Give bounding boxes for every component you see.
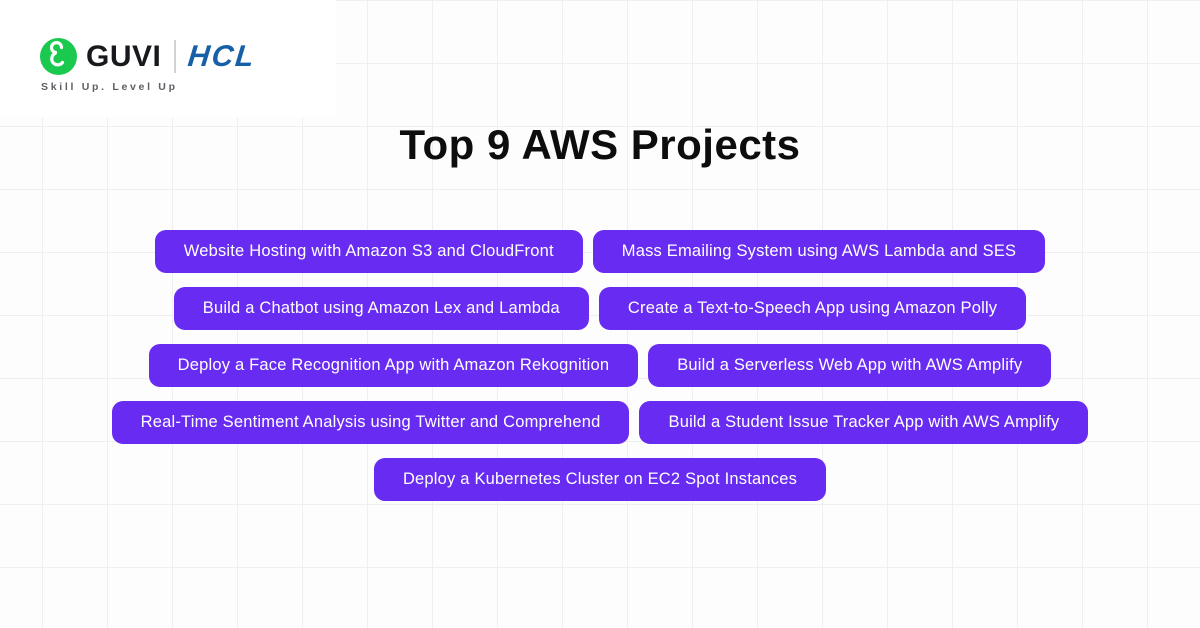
projects-row: Deploy a Kubernetes Cluster on EC2 Spot … bbox=[373, 458, 827, 501]
project-pill: Website Hosting with Amazon S3 and Cloud… bbox=[154, 230, 583, 273]
project-pill: Mass Emailing System using AWS Lambda an… bbox=[592, 230, 1046, 273]
project-pill: Build a Serverless Web App with AWS Ampl… bbox=[648, 344, 1052, 387]
project-pill: Create a Text-to-Speech App using Amazon… bbox=[598, 287, 1027, 330]
brand-panel: GUVI HCL Skill Up. Level Up bbox=[0, 0, 336, 117]
brand-tagline: Skill Up. Level Up bbox=[41, 81, 178, 93]
projects-row: Website Hosting with Amazon S3 and Cloud… bbox=[154, 230, 1046, 273]
project-pill: Real-Time Sentiment Analysis using Twitt… bbox=[111, 401, 630, 444]
projects-row: Real-Time Sentiment Analysis using Twitt… bbox=[111, 401, 1089, 444]
page-title: Top 9 AWS Projects bbox=[399, 121, 801, 168]
project-pill: Deploy a Face Recognition App with Amazo… bbox=[148, 344, 639, 387]
hcl-wordmark: HCL bbox=[186, 39, 258, 73]
projects-row: Build a Chatbot using Amazon Lex and Lam… bbox=[173, 287, 1027, 330]
brand-row: GUVI HCL bbox=[40, 38, 258, 75]
project-pill: Build a Chatbot using Amazon Lex and Lam… bbox=[173, 287, 589, 330]
projects-list: Website Hosting with Amazon S3 and Cloud… bbox=[0, 230, 1200, 501]
guvi-logo-icon bbox=[40, 38, 77, 75]
project-pill: Deploy a Kubernetes Cluster on EC2 Spot … bbox=[373, 458, 827, 501]
project-pill: Build a Student Issue Tracker App with A… bbox=[639, 401, 1089, 444]
guvi-wordmark: GUVI bbox=[86, 39, 162, 73]
brand-divider bbox=[174, 40, 177, 73]
projects-row: Deploy a Face Recognition App with Amazo… bbox=[148, 344, 1052, 387]
